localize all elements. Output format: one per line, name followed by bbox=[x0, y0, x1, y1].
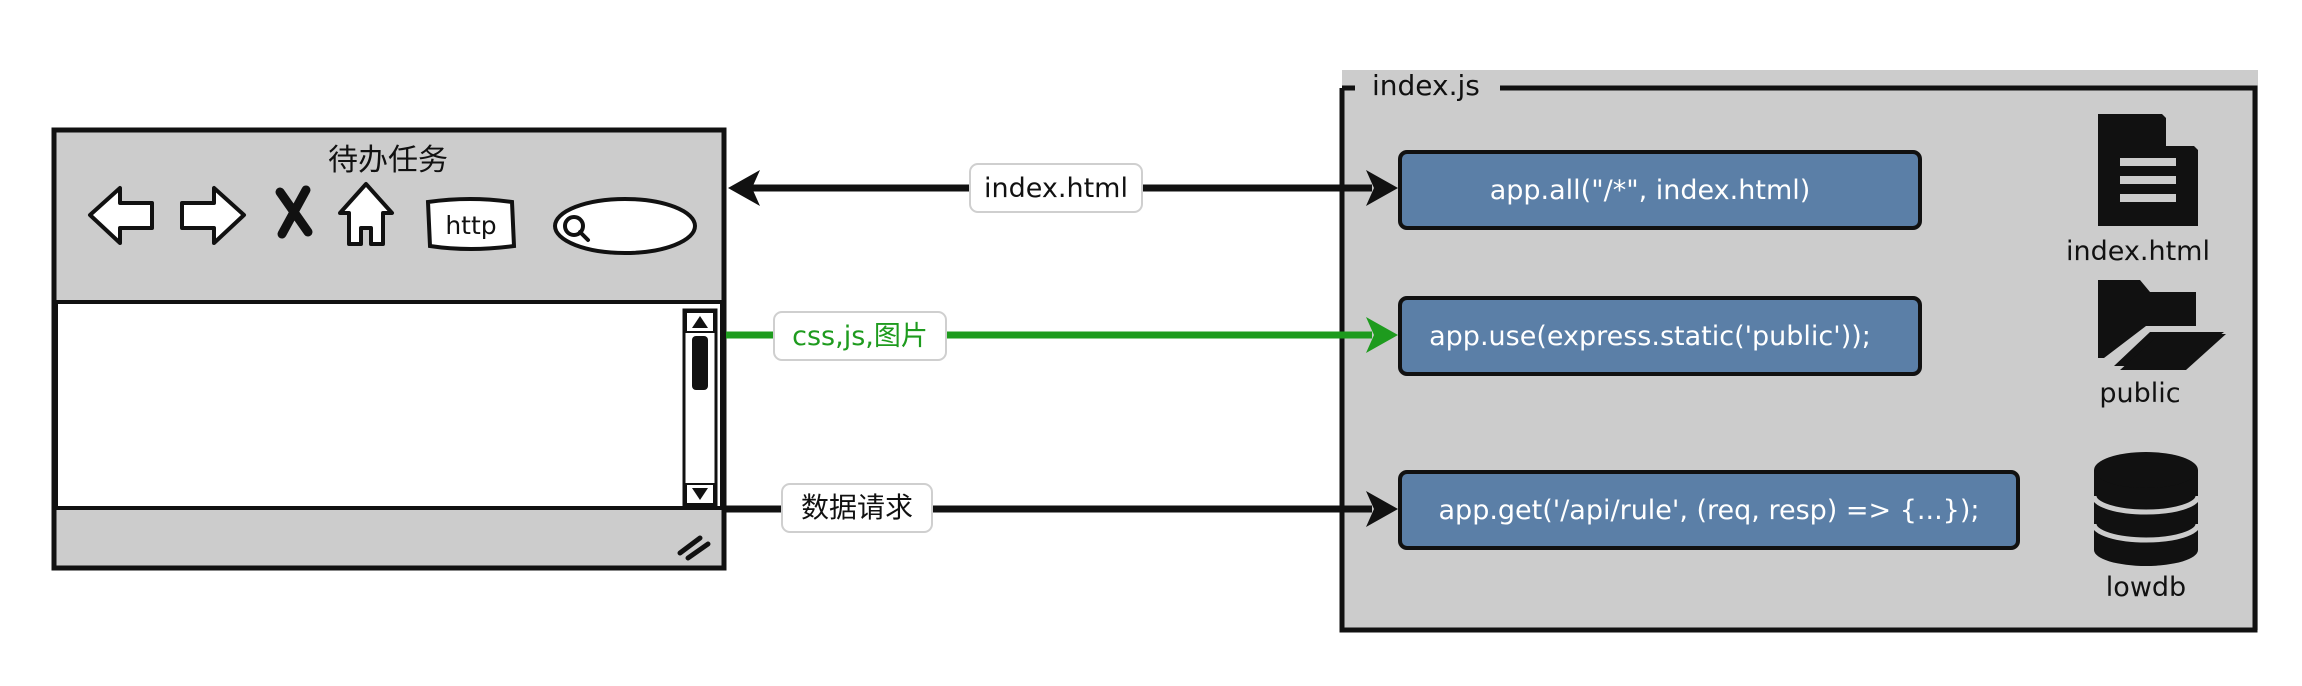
route-api-label: app.get('/api/rule', (req, resp) => {...… bbox=[1439, 495, 1980, 526]
route-all-box: app.all("/*", index.html) bbox=[1398, 150, 1922, 230]
file-label: index.html bbox=[2066, 236, 2210, 267]
api-arrow-label: 数据请求 bbox=[781, 483, 933, 533]
stop-x-icon[interactable] bbox=[275, 185, 313, 239]
scrollbar[interactable] bbox=[682, 308, 718, 508]
database-label: lowdb bbox=[2106, 572, 2186, 603]
api-arrow-text: 数据请求 bbox=[801, 491, 913, 524]
forward-arrow-icon[interactable] bbox=[180, 186, 246, 245]
server-title: index.js bbox=[1372, 69, 1480, 102]
html-arrow-text: index.html bbox=[984, 173, 1128, 204]
url-http-button[interactable]: http bbox=[425, 197, 517, 251]
scroll-up-icon bbox=[692, 316, 708, 328]
back-arrow-icon[interactable] bbox=[88, 186, 154, 245]
route-api-box: app.get('/api/rule', (req, resp) => {...… bbox=[1398, 470, 2020, 550]
route-all-label: app.all("/*", index.html) bbox=[1490, 175, 1811, 206]
html-arrow-label: index.html bbox=[969, 163, 1143, 213]
browser-title: 待办任务 bbox=[328, 143, 448, 178]
static-arrow-label: css,js,图片 bbox=[773, 311, 947, 361]
server-box: index.js app.all("/*", index.html) app.u… bbox=[1339, 69, 2258, 633]
scroll-down-icon bbox=[692, 488, 708, 500]
home-icon[interactable] bbox=[338, 182, 394, 246]
route-static-label: app.use(express.static('public')); bbox=[1429, 321, 1871, 352]
resize-grip-icon[interactable] bbox=[677, 535, 711, 561]
browser-window: 待办任务 http bbox=[51, 127, 727, 571]
folder-label: public bbox=[2099, 378, 2180, 409]
route-static-box: app.use(express.static('public')); bbox=[1398, 296, 1922, 376]
database-icon bbox=[2091, 452, 2201, 566]
http-label: http bbox=[445, 211, 496, 240]
static-arrow-text: css,js,图片 bbox=[792, 321, 928, 352]
file-icon bbox=[2098, 114, 2198, 226]
search-icon bbox=[563, 215, 590, 242]
browser-content-area bbox=[54, 300, 724, 510]
folder-icon bbox=[2098, 280, 2226, 370]
scrollbar-thumb[interactable] bbox=[692, 336, 708, 390]
search-field[interactable] bbox=[553, 197, 697, 255]
